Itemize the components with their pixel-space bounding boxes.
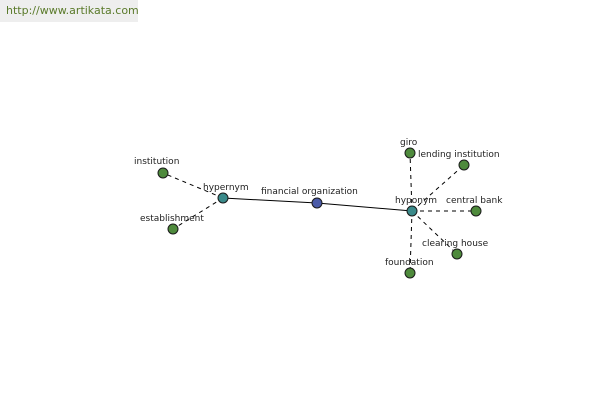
node-clearing-house[interactable] (451, 248, 463, 260)
node-financial-organization[interactable] (311, 197, 323, 209)
label-lending-institution: lending institution (418, 150, 500, 160)
edge-hyponym-giro (409, 152, 413, 212)
node-central-bank[interactable] (470, 205, 482, 217)
node-giro[interactable] (404, 147, 416, 159)
edge-hyponym-lending-institution (411, 164, 465, 212)
graph-labels: institution establishment hypernym finan… (134, 138, 503, 268)
label-hypernym: hypernym (203, 183, 249, 193)
graph-edges (162, 152, 476, 274)
node-lending-institution[interactable] (458, 159, 470, 171)
node-hyponym[interactable] (406, 205, 418, 217)
label-central-bank: central bank (446, 196, 503, 206)
node-foundation[interactable] (404, 267, 416, 279)
label-establishment: establishment (140, 214, 204, 224)
node-institution[interactable] (157, 167, 169, 179)
edge-hypernym-establishment (172, 197, 224, 230)
node-establishment[interactable] (167, 223, 179, 235)
edge-hyponym-foundation (409, 210, 413, 274)
node-hypernym[interactable] (217, 192, 229, 204)
graph-nodes (157, 147, 482, 279)
label-foundation: foundation (385, 258, 434, 268)
label-hyponym: hyponym (395, 196, 437, 206)
edge-hypernym-institution (162, 172, 224, 199)
label-institution: institution (134, 157, 179, 167)
edge-center-hyponym (316, 202, 413, 212)
label-financial-organization: financial organization (261, 187, 358, 197)
label-giro: giro (400, 138, 418, 148)
edge-hypernym-center (222, 197, 318, 204)
site-url-watermark: http://www.artikata.com (0, 0, 139, 22)
label-clearing-house: clearing house (422, 239, 489, 249)
edge-hyponym-clearing-house (411, 210, 458, 255)
